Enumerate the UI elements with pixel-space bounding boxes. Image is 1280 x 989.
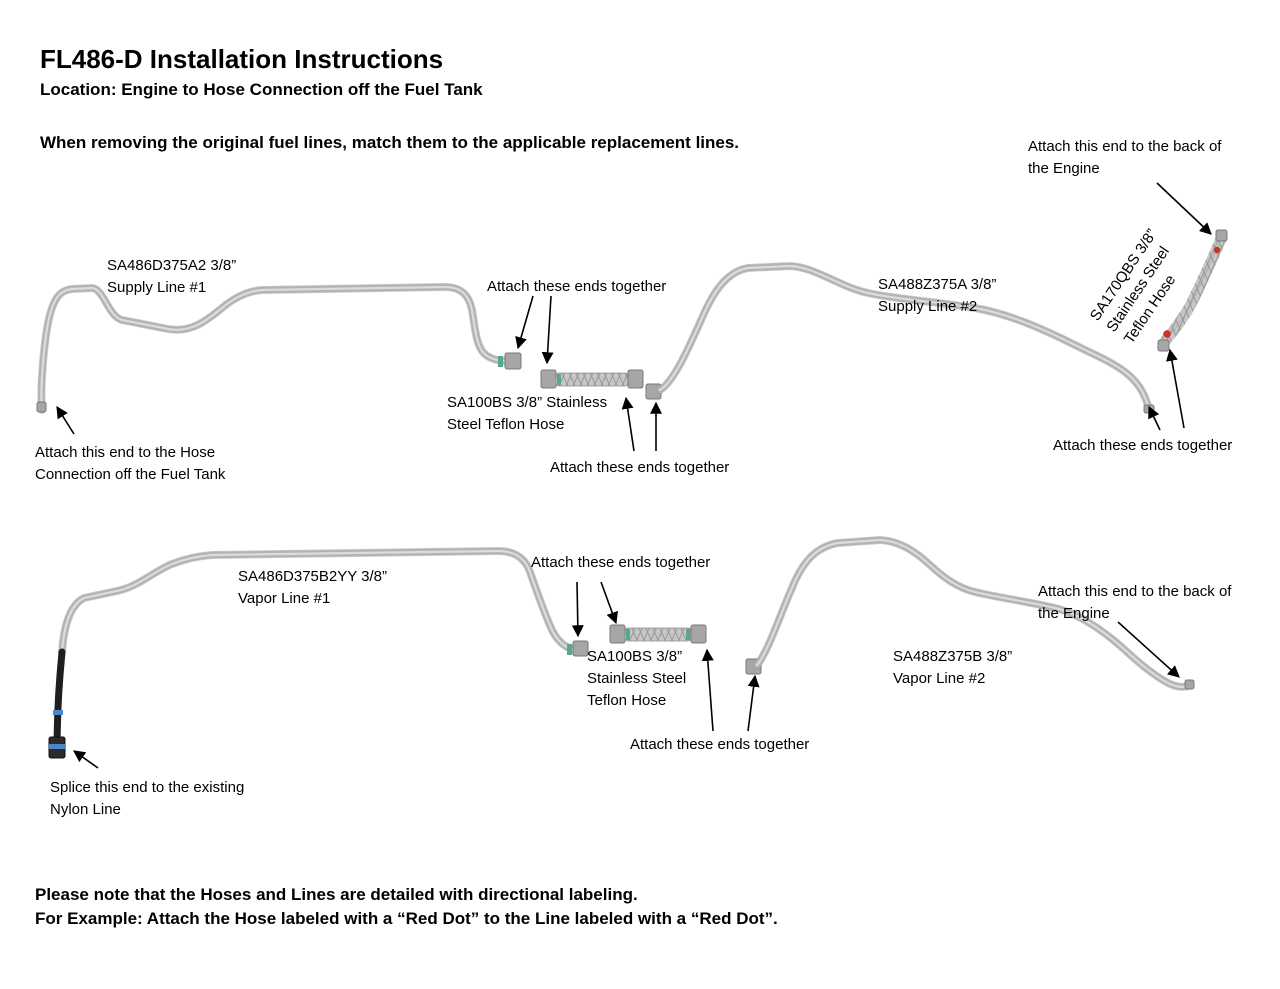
hose-upper-left-nut [540,369,557,389]
splice-blue-band [49,744,65,749]
arrow-ends-right-long [1166,348,1185,429]
label-attach-back-engine-upper: Attach this end to the back of the Engin… [1028,138,1222,177]
page-location: Location: Engine to Hose Connection off … [40,80,483,99]
supply-line-1-tube [36,283,522,414]
supply-line-1-teal-band [498,356,503,367]
supply-line-1-end-fitting [504,352,522,370]
red-dot-bottom [1163,330,1171,338]
arrow-engine-lower [1117,621,1180,678]
arrow-ends-bottom-right [747,674,760,732]
arrow-ends-top-right [541,295,554,365]
hose-lower-left-nut [609,624,626,644]
page-instruction: When removing the original fuel lines, m… [40,133,740,152]
sa170qbs-hose [1157,229,1228,352]
arrow-splice [73,750,99,769]
label-attach-ends-top-lower: Attach these ends together [531,554,711,571]
label-sa100bs-upper: SA100BS 3/8” Stainless Steel Teflon Hose [447,394,608,433]
sa170qbs-top-nut [1215,229,1228,242]
footer-note-2: For Example: Attach the Hose labeled wit… [35,909,778,928]
vapor-line-2-end-cap [1184,679,1195,690]
label-supply-line-2: SA488Z375A 3/8” Supply Line #2 [878,276,997,315]
sa100bs-hose-upper [540,369,644,389]
page-title: FL486-D Installation Instructions [40,44,444,74]
label-sa100bs-lower: SA100BS 3/8” Stainless Steel Teflon Hose [587,648,687,709]
hose-lower-teal-band-left [626,629,630,640]
arrow-ends-lower-left [571,581,584,638]
hose-upper-teal-band [557,374,561,385]
supply-line-1-end-cap [36,401,47,413]
arrow-ends-right-short [1148,405,1161,431]
arrow-ends-bottom-left [701,648,714,732]
arrow-fuel-tank-end [56,405,75,435]
label-attach-ends-right-upper: Attach these ends together [1053,437,1233,454]
label-attach-back-engine-lower: Attach this end to the back of the Engin… [1038,583,1232,622]
label-attach-ends-bottom-lower: Attach these ends together [630,736,810,753]
arrow-ends-mid-left [621,396,635,452]
hose-upper-right-nut [627,369,644,389]
arrow-engine-upper [1156,182,1212,235]
hose-lower-teal-band-right [686,629,690,640]
sa170qbs-bottom-nut [1157,339,1170,352]
vapor-line-2-tube [745,536,1195,691]
vapor-line-1-teal-band [567,644,572,655]
vapor-line-1-end-fitting [572,640,589,657]
hose-upper-braid [555,372,629,387]
supply-line-2-end-cap [1143,404,1155,414]
hose-lower-braid [624,627,692,642]
vapor-line-1-tube [48,547,589,759]
supply-line-2-tube [645,262,1155,414]
annotation-arrows [56,182,1212,769]
sa100bs-hose-lower [609,624,707,644]
label-vapor-line-1: SA486D375B2YY 3/8” Vapor Line #1 [238,568,387,607]
arrow-ends-lower-right [600,581,618,625]
label-supply-line-1: SA486D375A2 3/8” Supply Line #1 [107,257,237,296]
label-vapor-line-2: SA488Z375B 3/8” Vapor Line #2 [893,648,1013,687]
label-attach-ends-top-upper: Attach these ends together [487,278,667,295]
label-attach-ends-mid-upper: Attach these ends together [550,459,730,476]
label-splice-nylon: Splice this end to the existing Nylon Li… [50,779,245,818]
arrow-ends-top-left [515,295,534,350]
red-dot-top [1213,246,1221,254]
label-attach-hose-connection: Attach this end to the Hose Connection o… [35,444,226,483]
hose-lower-right-nut [690,624,707,644]
footer-note-1: Please note that the Hoses and Lines are… [35,885,638,904]
splice-blue-band-2 [53,710,63,715]
